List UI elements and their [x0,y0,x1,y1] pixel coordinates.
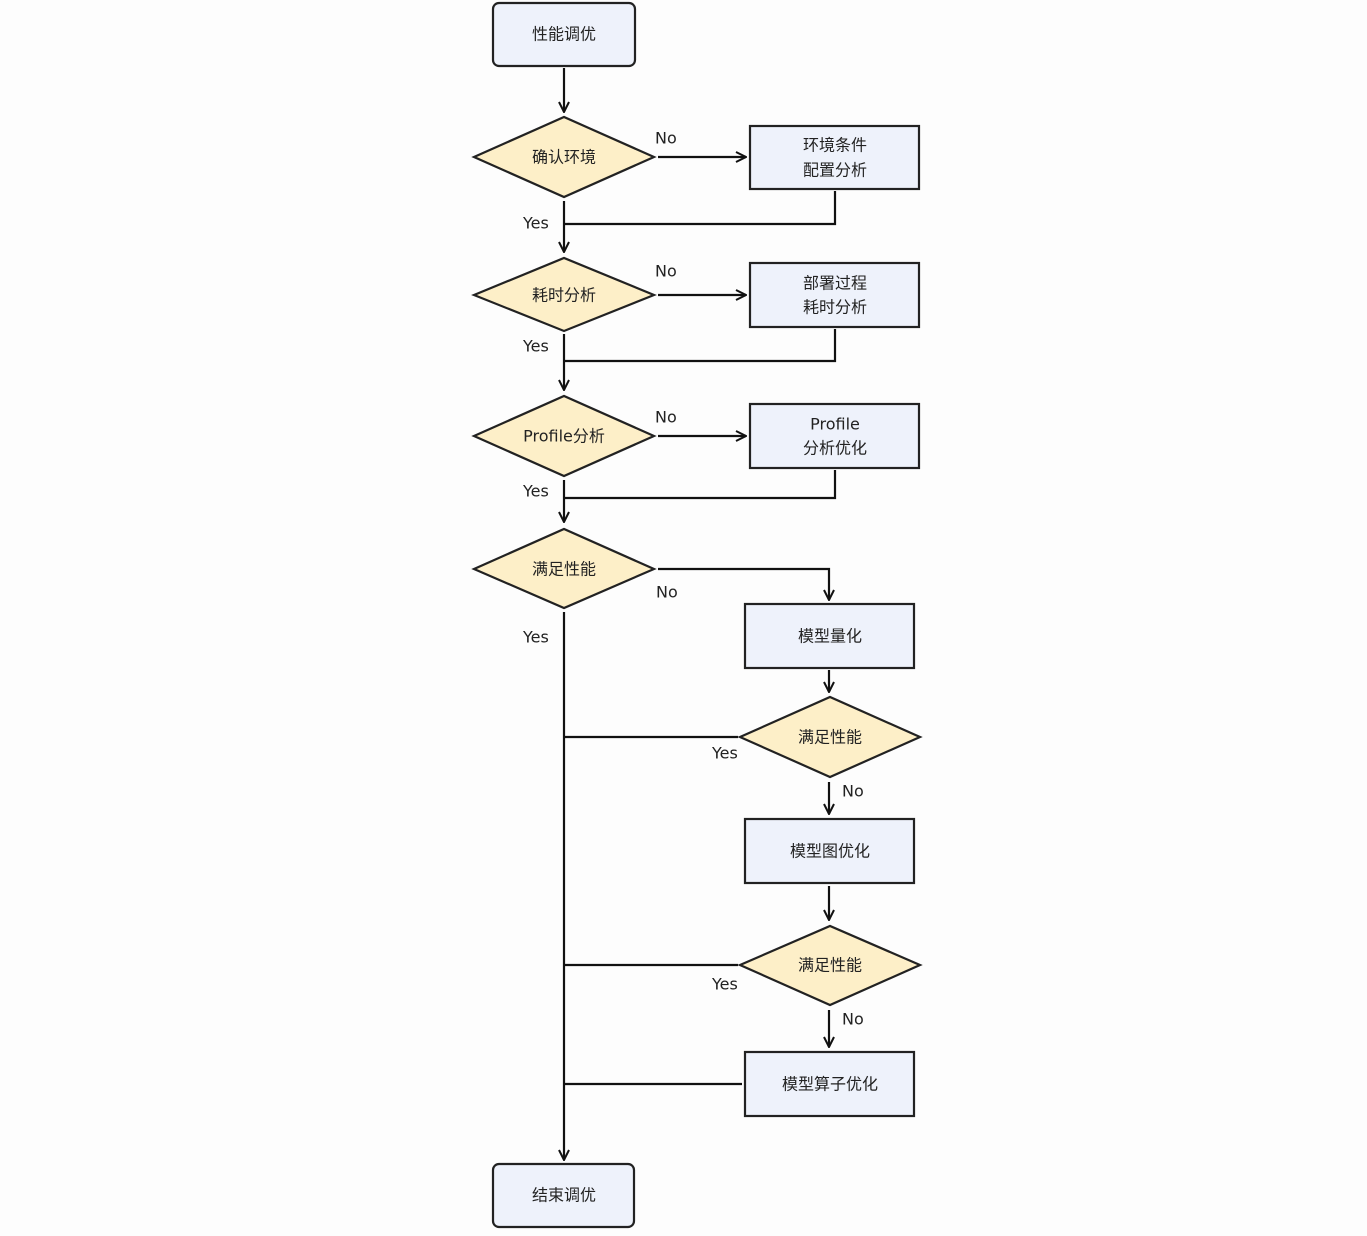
profile-check-text: Profile分析 [523,427,605,446]
end-box [491,1162,636,1229]
node-profile-check: Profile分析 [471,394,657,478]
node-end: 结束调优 [491,1162,636,1229]
profile-check-diamond [471,394,657,478]
perf-check-1-text: 满足性能 [532,560,596,579]
time-check-diamond [471,256,657,333]
profile-opt-box [748,402,921,470]
label-yes: Yes [711,975,738,994]
label-yes: Yes [522,628,549,647]
perf-check-1-diamond [471,527,657,610]
quantize-box [743,602,916,670]
node-env-analysis: 环境条件 配置分析 [748,124,921,191]
node-time-check: 耗时分析 [471,256,657,333]
env-analysis-line-1: 环境条件 [803,136,867,155]
node-deploy-analysis: 部署过程 耗时分析 [748,261,921,329]
node-perf-check-2: 满足性能 [737,695,923,779]
label-yes: Yes [711,744,738,763]
label-yes: Yes [522,214,549,233]
label-no: No [655,262,677,281]
label-no: No [656,583,678,602]
node-graph-opt: 模型图优化 [743,817,916,885]
check-env-diamond [471,115,657,199]
edge-labels: No Yes No Yes No Yes No Yes Yes No Yes N… [522,129,864,1029]
operator-opt-box [743,1050,916,1118]
operator-opt-text: 模型算子优化 [782,1075,878,1094]
connectors [564,68,837,1160]
node-check-env: 确认环境 [471,115,657,199]
start-text: 性能调优 [532,25,596,44]
label-no: No [842,1010,864,1029]
node-profile-opt: Profile 分析优化 [748,402,921,470]
profile-opt-line-2: 分析优化 [803,439,867,458]
end-text: 结束调优 [532,1186,596,1205]
edge-deploy-analysis-return [564,329,837,363]
edge-env-analysis-return [564,191,837,226]
start-box [491,1,637,68]
graph-opt-box [743,817,916,885]
graph-opt-text: 模型图优化 [790,842,870,861]
label-no: No [842,782,864,801]
node-start: 性能调优 [491,1,637,68]
env-analysis-line-2: 配置分析 [803,161,867,180]
perf-check-3-text: 满足性能 [798,956,862,975]
perf-check-2-text: 满足性能 [798,728,862,747]
label-no: No [655,408,677,427]
label-yes: Yes [522,337,549,356]
perf-check-3-diamond [737,924,923,1007]
deploy-analysis-line-2: 耗时分析 [803,298,867,317]
profile-opt-line-1: Profile [810,415,860,434]
env-analysis-box [748,124,921,191]
node-quantize: 模型量化 [743,602,916,670]
label-no: No [655,129,677,148]
edge-perf-check-1-no [658,567,829,600]
deploy-analysis-line-1: 部署过程 [803,274,867,293]
check-env-text: 确认环境 [532,148,596,167]
node-operator-opt: 模型算子优化 [743,1050,916,1118]
node-perf-check-1: 满足性能 [471,527,657,610]
edge-profile-opt-return [564,470,837,500]
perf-check-2-diamond [737,695,923,779]
deploy-analysis-box [748,261,921,329]
time-check-text: 耗时分析 [532,286,596,305]
node-perf-check-3: 满足性能 [737,924,923,1007]
label-yes: Yes [522,482,549,501]
quantize-text: 模型量化 [798,627,862,646]
